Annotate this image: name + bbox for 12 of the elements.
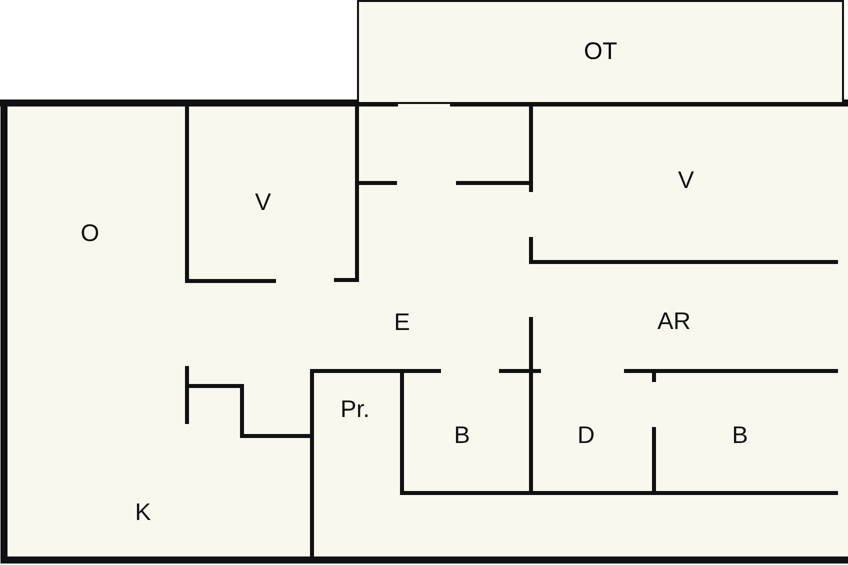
room-label: V (255, 189, 271, 217)
room-label: O (80, 220, 100, 248)
room-label: D (577, 422, 595, 450)
room-label: E (394, 309, 410, 337)
room-label: B (454, 422, 470, 450)
room-label: V (678, 167, 694, 195)
room-label: OT (584, 38, 618, 66)
room-label: B (732, 422, 748, 450)
room-label: Pr. (340, 396, 370, 424)
room-label: AR (657, 308, 691, 336)
room-label: K (135, 499, 151, 527)
room-box (357, 0, 844, 104)
